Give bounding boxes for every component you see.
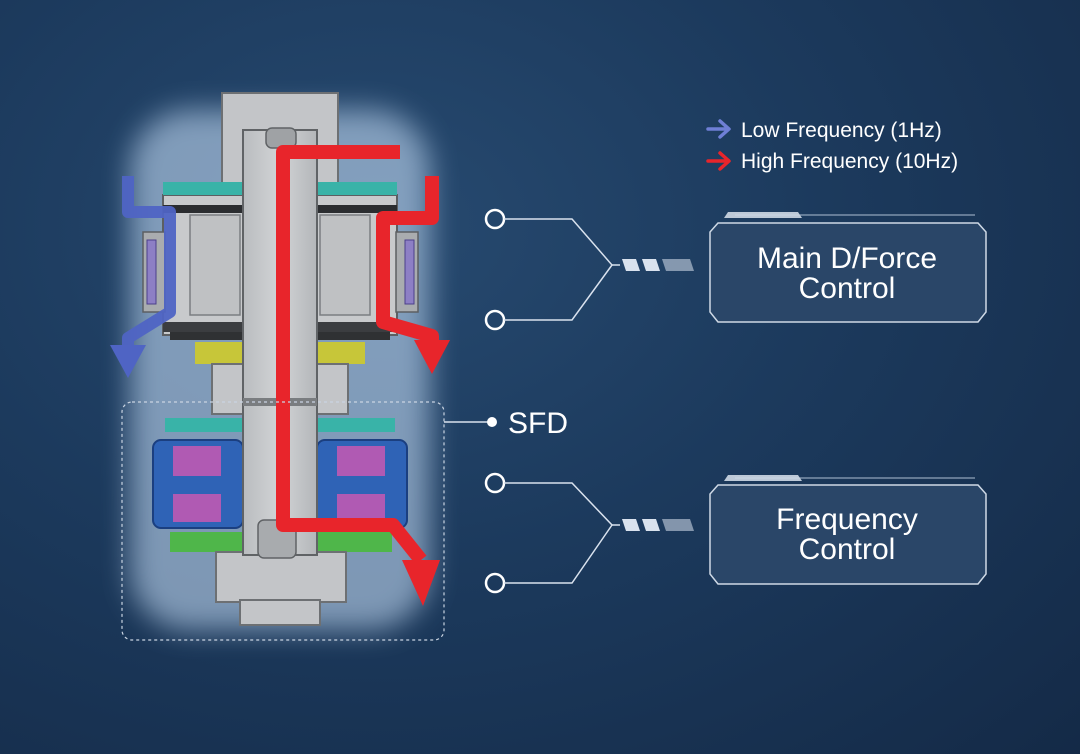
main-force-line2: Control	[799, 272, 896, 305]
frequency-line1: Frequency	[776, 503, 918, 536]
sfd-label: SFD	[508, 407, 568, 440]
frequency-control-box: Frequency Control	[709, 475, 987, 585]
high-frequency-legend-icon	[706, 151, 731, 171]
connector-node-top	[484, 472, 506, 494]
connector-node-top	[484, 208, 506, 230]
low-frequency-arrow	[110, 176, 176, 378]
high-frequency-label: High Frequency (10Hz)	[741, 150, 958, 173]
low-frequency-label: Low Frequency (1Hz)	[741, 119, 942, 142]
frequency-connector	[484, 472, 694, 594]
main-force-connector	[484, 208, 694, 331]
connector-node-bottom	[484, 309, 506, 331]
sfd-callout: SFD	[444, 407, 568, 440]
low-frequency-legend-icon	[706, 119, 731, 139]
frequency-line2: Control	[799, 533, 896, 566]
main-force-line1: Main D/Force	[757, 242, 937, 275]
sfd-dot	[487, 417, 497, 427]
legend: Low Frequency (1Hz) High Frequency (10Hz…	[706, 119, 958, 173]
sfd-outline	[121, 401, 445, 641]
high-frequency-arrow	[276, 145, 450, 606]
main-force-control-box: Main D/Force Control	[709, 212, 987, 323]
connector-node-bottom	[484, 572, 506, 594]
